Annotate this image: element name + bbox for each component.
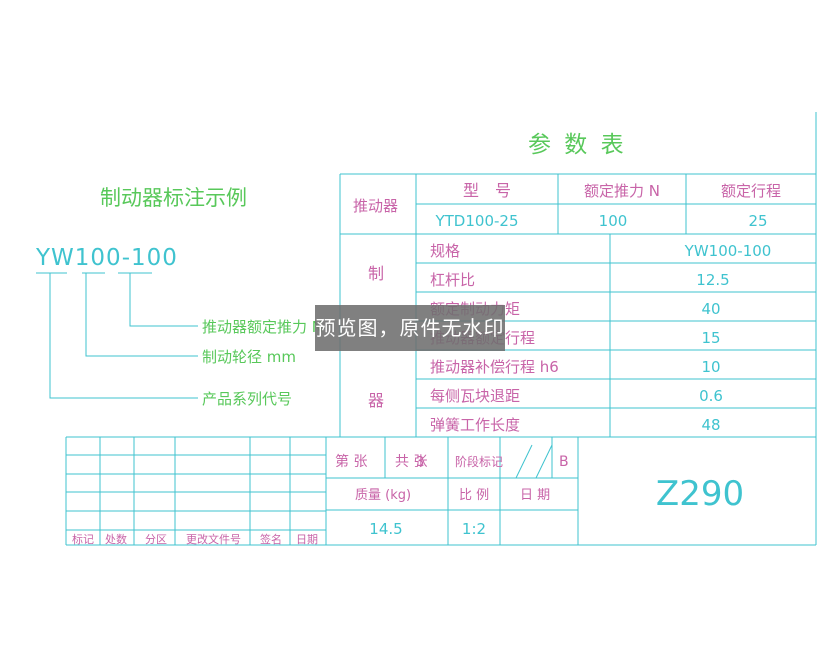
row-label: 每侧瓦块退距 [430, 387, 520, 405]
header-model: 型 号 [463, 181, 511, 200]
stage-b: B [559, 454, 569, 470]
stage-slash-2 [535, 444, 553, 479]
row-value: 10 [701, 358, 720, 376]
row-label: 杠杆比 [430, 271, 475, 289]
row-value: YW100-100 [684, 242, 772, 260]
legend-title: 制动器标注示例 [100, 186, 247, 210]
row-value: 0.6 [699, 387, 723, 405]
row-value: 48 [701, 416, 720, 434]
total-label: 共 张 [395, 454, 427, 470]
callout-thrust: 推动器额定推力 N [202, 318, 323, 336]
mass-label: 质量 (kg) [355, 488, 411, 503]
row-value: 40 [701, 300, 720, 318]
date-label: 日 期 [520, 488, 550, 503]
rev-header: 签名 [260, 532, 282, 546]
pusher-thrust-value: 100 [599, 212, 628, 230]
row-label: 推动器补偿行程 h6 [430, 358, 559, 376]
rev-header: 处数 [105, 533, 127, 546]
pusher-stroke-value: 25 [748, 212, 767, 230]
stage-label: 阶段标记 [455, 454, 503, 469]
callout-series: 产品系列代号 [202, 390, 292, 408]
sheet-label: 第 张 [335, 453, 367, 470]
pusher-model-value: YTD100-25 [434, 212, 518, 230]
row-value: 12.5 [696, 271, 729, 289]
mass-value: 14.5 [369, 520, 402, 538]
rev-header: 更改文件号 [186, 532, 241, 546]
total-sheets: 3 [416, 455, 424, 470]
row-value: 15 [701, 329, 720, 347]
param-table-title: 参 数 表 [528, 132, 627, 158]
leader-wheel [85, 273, 198, 357]
rev-header: 标记 [72, 532, 94, 546]
rev-header: 分区 [145, 533, 167, 546]
brake-label-bottom: 器 [368, 391, 384, 410]
header-stroke: 额定行程 [721, 182, 781, 200]
row-label: 规格 [430, 242, 460, 260]
leader-series [49, 273, 198, 399]
pusher-label: 推动器 [353, 197, 398, 215]
scale-label: 比 例 [459, 488, 489, 503]
rev-header: 日期 [296, 533, 318, 546]
leader-thrust [129, 273, 198, 327]
stage-slash-1 [515, 444, 533, 479]
scale-value: 1:2 [462, 520, 486, 538]
row-label: 弹簧工作长度 [430, 416, 520, 434]
legend-model: YW100-100 [35, 245, 178, 271]
drawing-number: Z290 [656, 474, 744, 514]
preview-watermark: 预览图，原件无水印 [315, 305, 505, 351]
callout-wheel: 制动轮径 mm [202, 348, 296, 366]
header-thrust: 额定推力 N [584, 182, 660, 200]
brake-label-top: 制 [368, 264, 384, 283]
